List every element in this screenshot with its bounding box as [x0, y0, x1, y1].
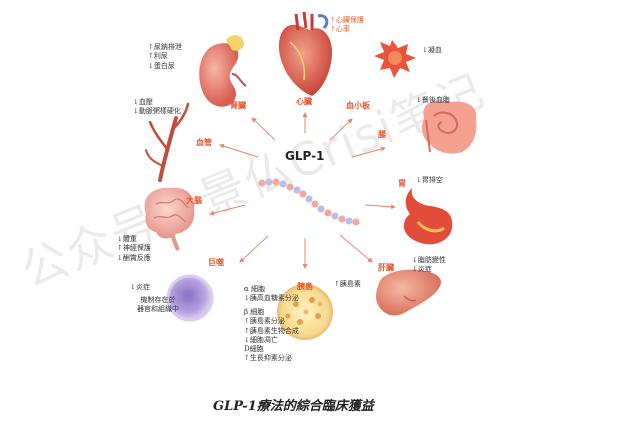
heart-label: 心臟: [296, 96, 312, 106]
immune-label: 巨噬: [208, 257, 224, 267]
arrow-brain: [209, 204, 246, 216]
immune-note-line-1: 機制存在於: [140, 296, 176, 304]
liver-label: 肝臟: [378, 262, 394, 272]
beta-cell-title: β 細胞: [244, 308, 265, 316]
stomach-effect-1: ↓胃排空: [416, 176, 443, 184]
vessel-effect-2: ↓動脈粥樣硬化: [133, 107, 181, 116]
pancreas-alpha-cells: α 細胞 ↓胰高血糖素分泌: [244, 285, 299, 304]
stomach-label: 胃: [398, 178, 406, 188]
pancreas-beta-cells: β 細胞 ↑胰島素分泌 ↑胰島素生物合成 ↓細胞凋亡: [244, 308, 299, 346]
alpha-cell-effect: ↓胰高血糖素分泌: [244, 294, 299, 303]
stomach-icon: [403, 188, 453, 245]
brain-label: 大腦: [186, 195, 202, 205]
kidney-effect-2: ↑利尿: [148, 52, 168, 61]
beta-cell-effect-3: ↓細胞凋亡: [244, 336, 278, 345]
vessel-effect-1: ↓血壓: [133, 98, 153, 106]
figure-caption: GLP-1療法的綜合臨床獲益: [213, 399, 374, 414]
heart-icon: [278, 11, 332, 96]
stomach-effects: ↓胃排空: [416, 176, 443, 185]
arrows: [209, 112, 396, 269]
heart-effect-1: ↑心臟保護: [330, 16, 364, 24]
liver-effect-2: ↓炎症: [412, 265, 432, 274]
gut-effects: ↓餐後血脂: [416, 96, 450, 105]
immune-note-line-2: 器官和組織中: [137, 305, 179, 314]
brain-effect-3: ↓酬賞反應: [117, 253, 151, 262]
vessel-effects: ↓血壓 ↓動脈粥樣硬化: [133, 98, 181, 117]
alpha-cell-title: α 細胞: [244, 285, 265, 293]
vessel-label: 血管: [196, 137, 212, 147]
liver-effect-1: ↓脂肪變性: [412, 256, 446, 264]
delta-cell-title: D細胞: [244, 345, 264, 353]
platelet-icon: [374, 40, 416, 78]
vessel-icon: [145, 102, 190, 182]
platelet-label: 血小板: [346, 100, 370, 110]
pancreas-delta-cells: D細胞 ↑生長抑素分泌: [244, 345, 292, 364]
immune-note: 機制存在於 器官和組織中: [137, 296, 179, 315]
heart-effects: ↑心臟保護 ↑心率: [330, 16, 364, 35]
brain-icon: [144, 187, 195, 251]
kidney-effect-1: ↑尿鈉排泄: [148, 43, 182, 51]
immune-effect-1: ↓炎症: [130, 283, 150, 291]
platelet-effects: ↓凝血: [422, 46, 442, 55]
brain-effect-2: ↑神經保護: [117, 244, 151, 253]
arrow-kidney: [251, 117, 276, 141]
intestine-icon: [422, 100, 477, 154]
kidney-icon: [199, 35, 247, 107]
kidney-label: 腎臟: [230, 100, 246, 110]
gut-effect-1: ↓餐後血脂: [416, 96, 450, 104]
pancreatic-islet-icon: [277, 284, 333, 340]
platelet-effect-1: ↓凝血: [422, 46, 442, 54]
brain-effect-1: ↓體重: [117, 235, 137, 243]
immune-effects: ↓炎症: [130, 283, 150, 292]
beta-cell-effect-1: ↑胰島素分泌: [244, 317, 285, 326]
pancreas-label: 胰島: [297, 281, 313, 291]
arrow-vessel: [219, 143, 259, 158]
arrow-stomach: [364, 204, 396, 210]
heart-effect-2: ↑心率: [330, 25, 350, 34]
macrophage-icon: [166, 274, 214, 322]
brain-effects: ↓體重 ↑神經保護 ↓酬賞反應: [117, 235, 151, 263]
liver-icon: [376, 269, 442, 316]
delta-cell-effect: ↑生長抑素分泌: [244, 354, 292, 363]
kidney-effect-3: ↓蛋白尿: [148, 61, 175, 70]
peptide-chain-icon: [258, 178, 360, 226]
arrow-gut: [351, 146, 386, 158]
pancreas-side-effect: ↑胰島素: [334, 280, 361, 288]
beta-cell-effect-2: ↑胰島素生物合成: [244, 326, 299, 335]
liver-effects: ↓脂肪變性 ↓炎症: [412, 256, 446, 275]
kidney-effects: ↑尿鈉排泄 ↑利尿 ↓蛋白尿: [148, 43, 182, 71]
gut-label: 腸: [378, 129, 386, 139]
arrow-immune: [239, 235, 269, 263]
arrow-platelet: [329, 118, 353, 141]
arrow-liver: [339, 234, 373, 263]
glp1-center-label: GLP-1: [285, 149, 325, 163]
